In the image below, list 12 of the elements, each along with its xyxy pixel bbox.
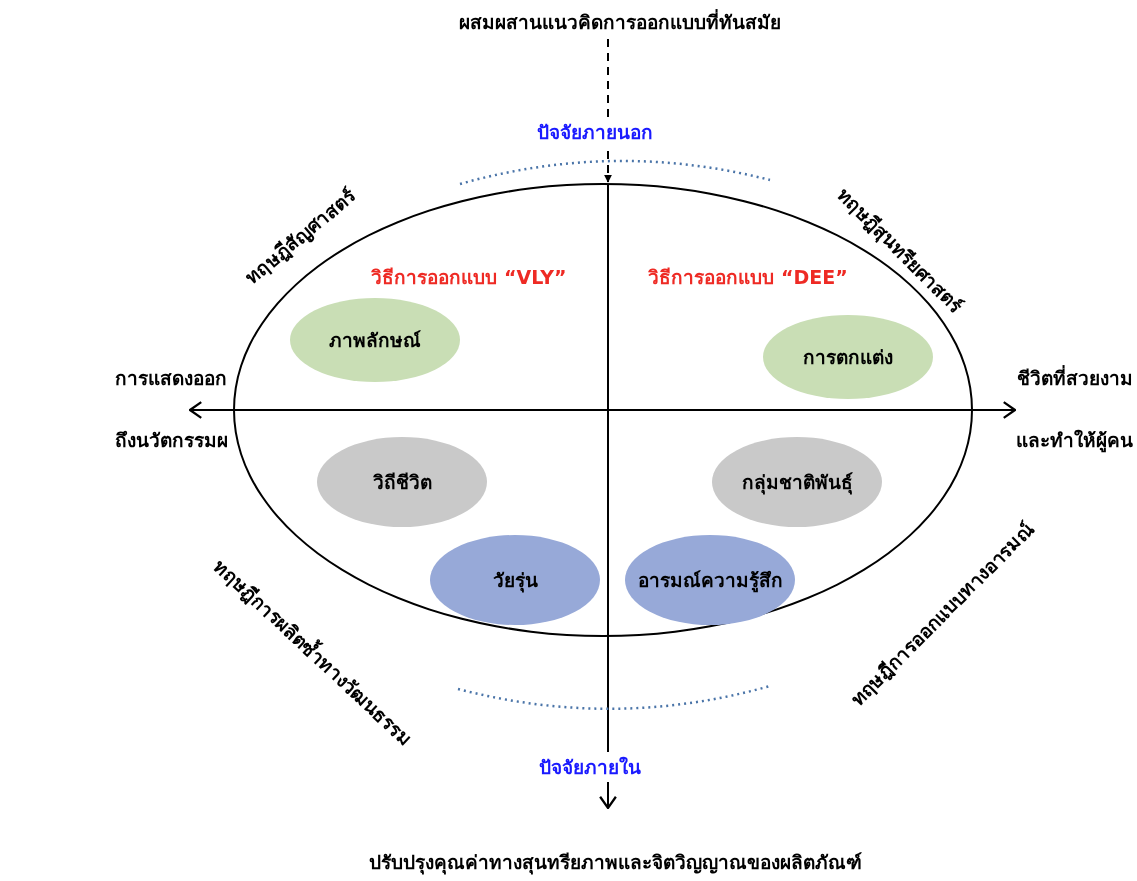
ellipse: กลุ่มชาติพันธุ์ — [712, 437, 882, 527]
factor-label: ปัจจัยภายใน — [539, 752, 641, 782]
arrow — [604, 38, 612, 183]
caption-text: ปรับปรุงคุณค่าทางสุนทรียภาพและจิตวิญญาณของผลิตภัณฑ์ — [368, 847, 862, 877]
ellipse: ภาพลักษณ์ — [290, 298, 460, 382]
arrow — [599, 184, 617, 810]
ellipse: วัยรุ่น — [430, 535, 600, 625]
caption-text: ผสมผสานแนวคิดการออกแบบที่ทันสมัย — [459, 7, 781, 37]
ellipse: วิถีชีวิต — [317, 437, 487, 527]
ellipse: อารมณ์ความรู้สึก — [625, 535, 795, 625]
quadrant-heading: วิธีการออกแบบ “VLY” — [371, 265, 567, 290]
ellipse: การตกแต่ง — [763, 315, 933, 399]
